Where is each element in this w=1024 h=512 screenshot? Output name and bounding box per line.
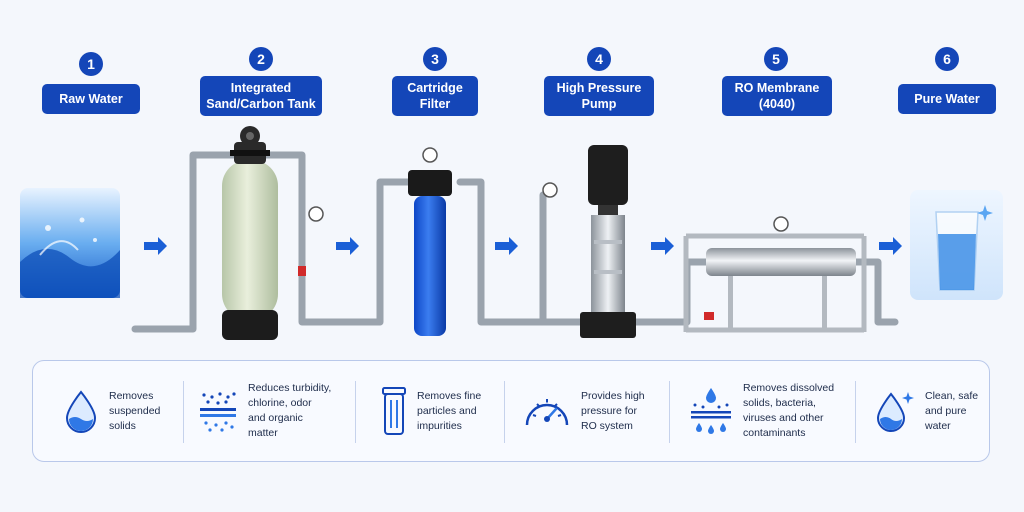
- equipment-illustration: [0, 0, 1024, 360]
- benefit-divider: [669, 381, 670, 443]
- cartridge-icon: [381, 386, 407, 436]
- raw-water-image: [20, 188, 120, 298]
- benefit-divider: [855, 381, 856, 443]
- membrane-filtration-icon: [689, 386, 733, 436]
- pressure-gauge-icon: [523, 391, 571, 431]
- benefit-item-1: Removes suspended solids: [63, 361, 203, 461]
- benefit-text-4: Provides high pressure for RO system: [581, 389, 645, 434]
- benefit-text-2: Reduces turbidity, chlorine, odor and or…: [248, 381, 331, 441]
- pump-gauge: [543, 183, 557, 197]
- water-drop-icon: [63, 389, 99, 433]
- sparkle-drop-icon: [875, 388, 915, 434]
- benefits-panel: Removes suspended solids Reduces turbidi…: [32, 360, 990, 462]
- benefit-text-5: Removes dissolved solids, bacteria, viru…: [743, 381, 834, 441]
- flow-arrow-3: [495, 237, 518, 255]
- benefit-item-6: Clean, safe and pure water: [875, 361, 985, 461]
- cartridge-filter: [408, 148, 452, 336]
- flow-arrow-1: [144, 237, 167, 255]
- pure-water-glass-image: [910, 190, 1003, 300]
- benefit-divider: [355, 381, 356, 443]
- flow-arrow-5: [879, 237, 902, 255]
- ro-membrane-housing: [686, 217, 864, 332]
- high-pressure-pump: [580, 145, 636, 338]
- particles-filter-icon: [198, 389, 238, 433]
- benefit-item-3: Removes fine particles and impurities: [381, 361, 511, 461]
- benefit-item-4: Provides high pressure for RO system: [523, 361, 683, 461]
- benefit-item-5: Removes dissolved solids, bacteria, viru…: [689, 361, 859, 461]
- flow-arrow-2: [336, 237, 359, 255]
- benefit-divider: [183, 381, 184, 443]
- benefit-text-6: Clean, safe and pure water: [925, 389, 978, 434]
- benefit-text-1: Removes suspended solids: [109, 389, 160, 434]
- benefit-divider: [504, 381, 505, 443]
- benefit-item-2: Reduces turbidity, chlorine, odor and or…: [198, 361, 358, 461]
- benefit-text-3: Removes fine particles and impurities: [417, 389, 481, 434]
- flow-arrow-4: [651, 237, 674, 255]
